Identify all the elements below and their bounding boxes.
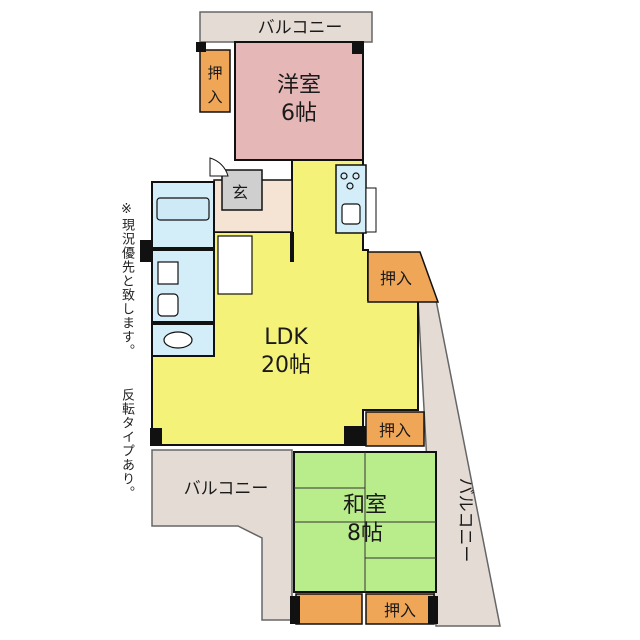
pillar xyxy=(428,596,438,624)
stove-burner xyxy=(352,172,360,180)
japanese-room-name: 和室 xyxy=(343,493,387,518)
washing-machine xyxy=(157,293,179,317)
stove-burner xyxy=(346,182,354,190)
balcony-left-label: バルコニー xyxy=(184,479,269,499)
closet-bottom-label: 押入 xyxy=(384,601,416,620)
ldk-size: 20帖 xyxy=(261,353,311,378)
western-room xyxy=(234,41,364,161)
balcony-right-label: バルコニー xyxy=(455,478,475,563)
toilet-room xyxy=(151,323,215,357)
pillar xyxy=(140,240,152,262)
note-reversed-type: 反転タイプあり。 xyxy=(119,388,134,500)
ldk-name: LDK xyxy=(264,325,308,350)
bathtub xyxy=(156,197,210,221)
balcony-left xyxy=(151,449,293,621)
western-room-name: 洋室 xyxy=(277,73,321,98)
storage xyxy=(217,235,253,295)
closet-top-left-label-1: 押 xyxy=(207,64,222,82)
pillar xyxy=(290,596,300,624)
tokonoma xyxy=(295,593,363,625)
balcony-top xyxy=(199,11,373,43)
closet-right-upper-label: 押入 xyxy=(380,269,412,288)
balcony-top-label: バルコニー xyxy=(258,18,343,38)
pillar xyxy=(150,428,162,446)
pillar xyxy=(352,42,364,54)
kitchen-sink xyxy=(341,203,361,225)
closet-right-lower-label: 押入 xyxy=(379,421,411,440)
stove-burner xyxy=(340,172,348,180)
window xyxy=(365,187,377,233)
entrance-door xyxy=(209,157,229,177)
western-room-size: 6帖 xyxy=(281,101,317,126)
toilet xyxy=(163,331,193,349)
washbasin xyxy=(157,261,179,285)
entrance-label: 玄 xyxy=(232,183,248,202)
closet-right-lower xyxy=(365,411,425,447)
entrance-floor xyxy=(221,169,263,211)
closet-top-left-label-2: 入 xyxy=(207,88,222,106)
note-current-priority: ※現況優先と致します。 xyxy=(119,202,134,358)
pillar xyxy=(344,426,366,446)
closet-right-upper xyxy=(367,251,440,303)
japanese-room-size: 8帖 xyxy=(347,521,383,546)
pillar xyxy=(196,42,206,52)
closet-top-left xyxy=(199,49,231,113)
